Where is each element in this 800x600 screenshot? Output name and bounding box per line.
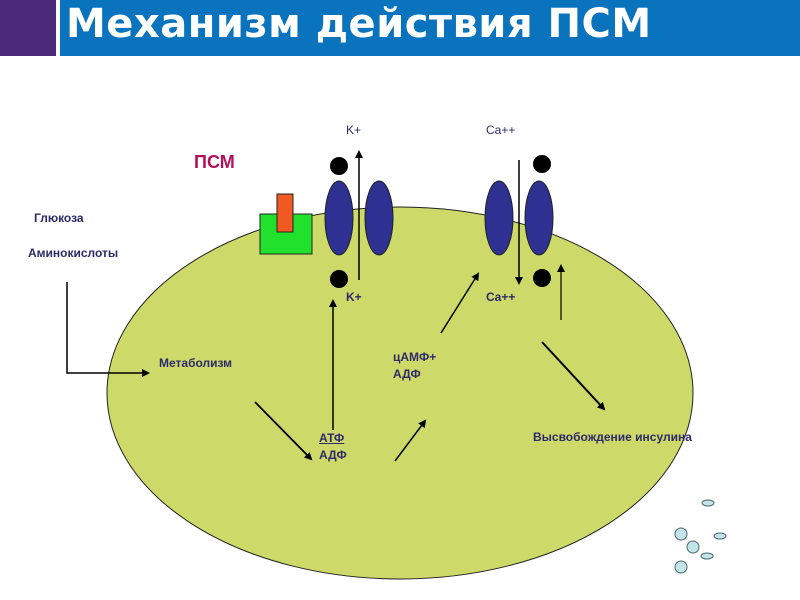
atp-label: АТФ xyxy=(319,431,345,445)
insulin-granule xyxy=(674,560,688,574)
ca-channel-gate-bottom xyxy=(533,269,551,287)
insulin-granule xyxy=(674,527,688,541)
adp-label: АДФ xyxy=(319,448,347,462)
camp-label: цАМФ+ xyxy=(393,350,437,364)
camp-adp-label: АДФ xyxy=(393,367,421,381)
insulin-granule xyxy=(686,540,700,554)
slide-title: Механизм действия ПСМ xyxy=(66,1,652,47)
amino-acids-label: Аминокислоты xyxy=(28,246,119,260)
header-bar xyxy=(60,0,800,56)
psm-label: ПСМ xyxy=(194,152,235,172)
ca-channel-left-subunit xyxy=(484,180,514,256)
ca-ion-label-top: Ca++ xyxy=(486,123,516,137)
glucose-label: Глюкоза xyxy=(34,211,84,225)
k-channel-right-subunit xyxy=(364,180,394,256)
header-accent-block xyxy=(0,0,56,56)
k-ion-label-bottom: K+ xyxy=(346,290,362,304)
ca-to-insulin-arrow xyxy=(541,341,606,411)
k-channel-left-subunit xyxy=(324,180,354,256)
k-channel-gate-bottom xyxy=(330,270,348,288)
ca-ion-label-bottom: Ca++ xyxy=(486,290,516,304)
metabolism-to-atp-arrow xyxy=(254,401,313,461)
beta-cell xyxy=(106,206,694,580)
insulin-granule xyxy=(713,532,727,540)
glucose-entry-arrow xyxy=(66,282,150,377)
camp-label-group: цАМФ+ АДФ xyxy=(393,349,436,383)
ca-channel-gate-top xyxy=(533,155,551,173)
atp-adp-label: АТФ АДФ xyxy=(319,430,347,464)
k-ion-label-top: K+ xyxy=(346,123,362,137)
metabolism-label: Метаболизм xyxy=(159,356,233,370)
k-channel-gate-top xyxy=(330,157,348,175)
insulin-granule xyxy=(701,499,715,507)
psm-drug xyxy=(276,193,294,233)
slide-header: Механизм действия ПСМ xyxy=(0,0,800,56)
camp-to-ca-channel-arrow xyxy=(440,272,480,334)
atp-to-camp-arrow xyxy=(394,419,427,462)
insulin-release-label: Высвобождение инсулина xyxy=(533,430,692,444)
ca-channel-right-subunit xyxy=(524,180,554,256)
insulin-granule xyxy=(700,552,714,560)
